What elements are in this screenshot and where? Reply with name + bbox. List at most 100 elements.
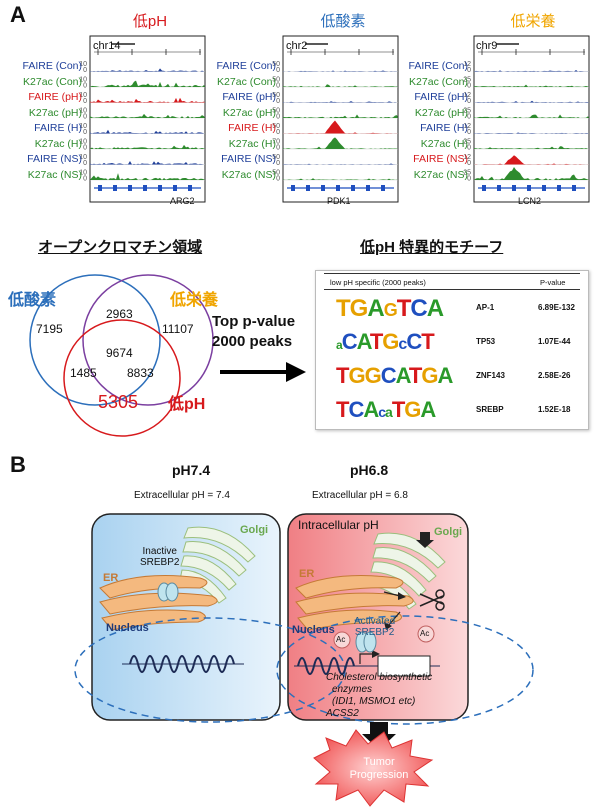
svg-text:0: 0 — [467, 98, 471, 105]
signal-track-2-5 — [474, 146, 589, 149]
venn-count-h-ph: 1485 — [70, 366, 97, 380]
svg-text:0: 0 — [467, 83, 471, 90]
svg-text:0: 0 — [276, 176, 280, 183]
track-label-1-3: K27ac (pH) — [222, 106, 276, 119]
svg-text:0: 0 — [467, 145, 471, 152]
chr-label-1: chr14 — [93, 40, 121, 52]
track-label-2-0: FAIRE (Con) — [408, 60, 468, 72]
browser-frame-2 — [473, 35, 590, 203]
enzymes-line3: (IDI1, MSMO1 etc) — [332, 696, 416, 707]
svg-text:50: 50 — [272, 61, 280, 68]
track-label-2-5: K27ac (H) — [420, 137, 468, 150]
svg-text:0: 0 — [83, 98, 87, 105]
svg-text:10: 10 — [79, 170, 87, 177]
intracellular-ph-label: Intracellular pH — [298, 518, 379, 532]
svg-text:10: 10 — [79, 139, 87, 146]
enzymes-line1: Cholesterol biosynthetic — [326, 672, 433, 683]
signal-track-1-5 — [283, 137, 398, 149]
motif-logo-tp53: aCATGcCT — [336, 329, 435, 354]
motif-logo-srebp: TCAcaTGA — [336, 397, 436, 422]
browser-frame-0 — [89, 35, 206, 203]
genome-browser-tracks: 1001001001001001001001005005005005005007… — [79, 35, 590, 203]
svg-text:0: 0 — [276, 83, 280, 90]
acetylation-mark-1 — [333, 631, 351, 649]
svg-text:12: 12 — [463, 92, 471, 99]
signal-track-1-0 — [283, 70, 398, 72]
svg-text:0: 0 — [83, 176, 87, 183]
svg-text:0: 0 — [276, 145, 280, 152]
track-label-1-1: K27ac (Con) — [217, 75, 276, 88]
signal-track-1-2 — [283, 101, 398, 103]
enzymes-label: Cholesterol biosynthetic enzymes (IDI1, … — [326, 672, 432, 720]
right-arrow — [220, 362, 306, 382]
target-gene-box — [377, 655, 431, 677]
svg-text:10: 10 — [79, 154, 87, 161]
venn-count-ph-only: 5305 — [98, 392, 139, 412]
chr-label-2: chr2 — [286, 40, 308, 52]
track-label-2-2: FAIRE (pH) — [414, 91, 468, 103]
signal-track-0-4 — [90, 129, 205, 134]
motif-p-tp53: 1.07E-44 — [538, 337, 571, 346]
svg-text:70: 70 — [272, 139, 280, 146]
svg-text:10: 10 — [79, 77, 87, 84]
signal-track-2-7 — [474, 167, 589, 180]
svg-text:50: 50 — [272, 77, 280, 84]
track-label-2-3: K27ac (pH) — [414, 106, 468, 119]
tumor-burst — [313, 729, 434, 807]
motif-p-srebp: 1.52E-18 — [538, 405, 571, 414]
tumor-progression-label: Tumor Progression — [346, 756, 412, 782]
motif-table: low pH specific (2000 peaks) P-value TGA… — [315, 270, 589, 430]
venn-count-all: 9674 — [106, 346, 133, 360]
venn-circle-nutrient — [82, 274, 214, 406]
signal-track-2-0 — [474, 70, 589, 72]
svg-text:0: 0 — [276, 114, 280, 121]
enzymes-line2: enzymes — [332, 684, 373, 695]
svg-text:0: 0 — [276, 98, 280, 105]
track-label-2-1: K27ac (Con) — [409, 75, 468, 88]
svg-text:0: 0 — [467, 114, 471, 121]
signal-track-1-4 — [283, 120, 398, 134]
track-label-1-5: K27ac (H) — [228, 137, 276, 150]
svg-text:12: 12 — [463, 123, 471, 130]
signal-track-0-2 — [90, 97, 205, 103]
track-label-1-4: FAIRE (H) — [228, 122, 276, 134]
motif-col-header: low pH specific (2000 peaks) — [330, 278, 426, 287]
inactive-srebp2-label: Inactive SREBP2 — [140, 546, 179, 568]
signal-track-0-7 — [90, 173, 205, 180]
motif-logo-znf143: TGGCATGA — [336, 363, 453, 388]
svg-text:0: 0 — [467, 176, 471, 183]
acetylation-mark-2 — [417, 625, 435, 643]
signal-track-0-5 — [90, 144, 205, 149]
panel-a-letter: A — [10, 2, 26, 27]
tumor-line1: Tumor — [363, 756, 395, 768]
er-label-right: ER — [299, 568, 315, 580]
venn-diagram — [29, 274, 214, 437]
gene-name-arg2: ARG2 — [170, 196, 195, 206]
svg-text:50: 50 — [272, 170, 280, 177]
inactive-label: Inactive — [142, 546, 177, 557]
signal-track-2-6 — [474, 155, 589, 165]
svg-text:0: 0 — [83, 145, 87, 152]
motif-heading: 低pH 特異的モチーフ — [360, 239, 504, 256]
svg-text:0: 0 — [276, 67, 280, 74]
signal-track-2-1 — [474, 84, 589, 87]
venn-circle-hypoxia — [29, 274, 161, 406]
motif-name-znf143: ZNF143 — [476, 371, 505, 380]
ph-down-arrow — [416, 532, 434, 548]
venn-label-hypoxia: 低酸素 — [8, 292, 57, 309]
svg-text:25: 25 — [463, 170, 471, 177]
track-label-0-4: FAIRE (H) — [34, 122, 82, 134]
svg-text:12: 12 — [463, 61, 471, 68]
track-label-0-3: K27ac (pH) — [28, 106, 82, 119]
motif-p-znf143: 2.58E-26 — [538, 371, 571, 380]
extracellular-ph-left: Extracellular pH = 7.4 — [134, 490, 230, 501]
signal-track-0-1 — [90, 80, 205, 87]
track-label-1-2: FAIRE (pH) — [222, 91, 276, 103]
signal-track-1-1 — [283, 84, 398, 87]
er-label-left: ER — [103, 572, 119, 584]
gene-name-pdk1: PDK1 — [327, 196, 351, 206]
svg-text:25: 25 — [463, 77, 471, 84]
enzymes-line4: ACSS2 — [326, 708, 359, 719]
signal-track-0-6 — [90, 160, 205, 165]
venn-count-h-ns: 2963 — [106, 307, 133, 321]
